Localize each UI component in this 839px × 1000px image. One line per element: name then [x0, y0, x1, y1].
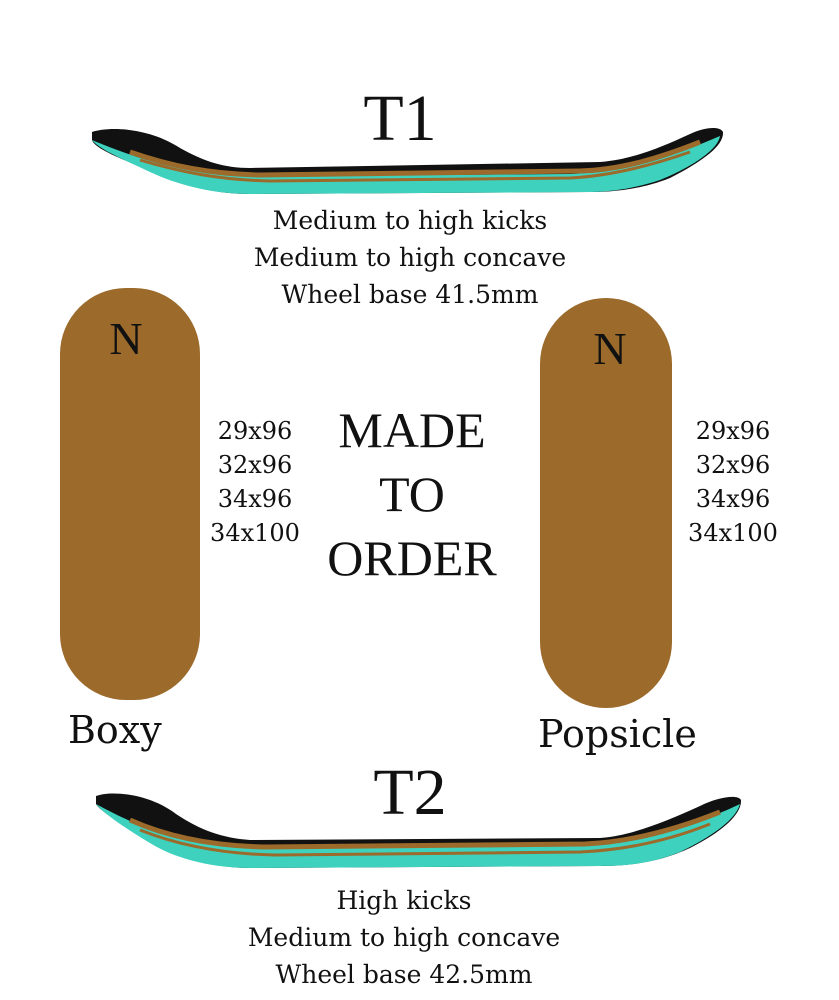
size-item: 32x96 [217, 451, 293, 479]
popsicle-label: Popsicle [538, 712, 697, 756]
t1-description-line: Medium to high concave [253, 243, 567, 272]
boxy-nose-letter: N [109, 313, 143, 364]
t2-description-line: High kicks [336, 886, 472, 915]
t2-description-line: Wheel base 42.5mm [275, 960, 533, 989]
t1-description-line: Wheel base 41.5mm [281, 280, 539, 309]
popsicle-nose-letter: N [593, 323, 627, 374]
center-line: TO [379, 466, 445, 522]
t2-description-line: Medium to high concave [247, 923, 561, 952]
made-to-order-text: MADE TO ORDER [292, 398, 532, 590]
popsicle-deck-shape [540, 298, 672, 708]
t1-description: Medium to high kicks Medium to high conc… [160, 202, 660, 313]
size-item: 34x100 [688, 519, 778, 547]
center-line: ORDER [327, 530, 497, 586]
boxy-deck-shape [60, 288, 200, 700]
t1-description-line: Medium to high kicks [272, 206, 548, 235]
t2-description: High kicks Medium to high concave Wheel … [154, 882, 654, 993]
size-item: 34x96 [695, 485, 771, 513]
size-item: 29x96 [217, 417, 293, 445]
center-line: MADE [338, 402, 486, 458]
size-item: 34x96 [217, 485, 293, 513]
t1-deck-illustration [92, 128, 724, 194]
t2-title: T2 [373, 756, 447, 829]
size-item: 29x96 [695, 417, 771, 445]
t2-deck-illustration [96, 793, 742, 868]
boxy-label: Boxy [68, 708, 162, 752]
size-item: 32x96 [695, 451, 771, 479]
size-item: 34x100 [210, 519, 300, 547]
t1-title: T1 [363, 82, 437, 155]
boxy-sizes: 29x96 32x96 34x96 34x100 [200, 414, 310, 550]
popsicle-sizes: 29x96 32x96 34x96 34x100 [678, 414, 788, 550]
